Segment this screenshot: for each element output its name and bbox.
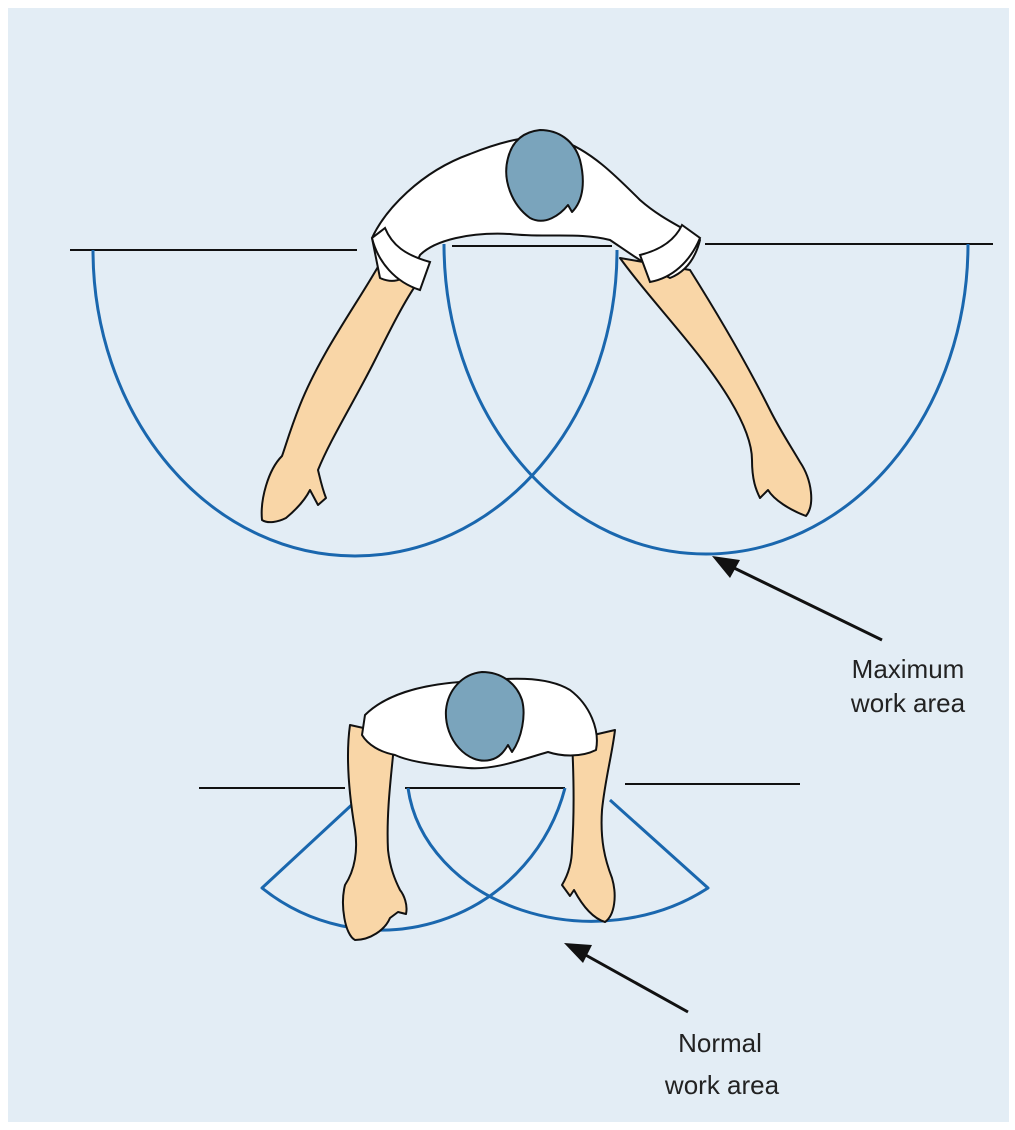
head-hair-normal [446,672,524,761]
head-hair [506,130,583,221]
normal-label-line2: work area [664,1070,780,1100]
maximum-label-line2: work area [850,688,966,718]
normal-label-line1: Normal [678,1028,762,1058]
maximum-label-line1: Maximum [852,654,965,684]
